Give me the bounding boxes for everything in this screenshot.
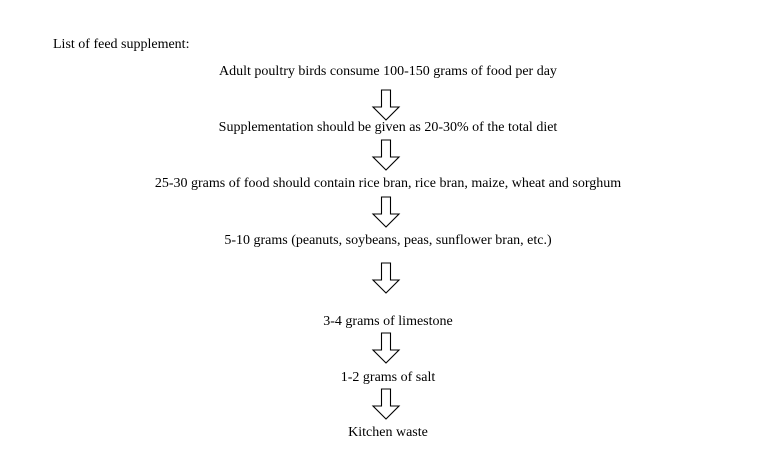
down-arrow-icon: [371, 262, 401, 294]
down-arrow-icon: [371, 196, 401, 228]
flow-step-1: Adult poultry birds consume 100-150 gram…: [219, 64, 557, 79]
flow-step-6: 1-2 grams of salt: [340, 370, 436, 385]
flow-step-7: Kitchen waste: [348, 425, 428, 440]
down-arrow-icon: [371, 139, 401, 171]
down-arrow-icon: [371, 388, 401, 420]
down-arrow-icon: [371, 332, 401, 364]
down-arrow-icon: [371, 89, 401, 121]
flow-step-4: 5-10 grams (peanuts, soybeans, peas, sun…: [224, 233, 552, 248]
flow-step-3: 25-30 grams of food should contain rice …: [154, 176, 622, 191]
list-heading: List of feed supplement:: [53, 37, 190, 52]
flow-step-2: Supplementation should be given as 20-30…: [218, 120, 558, 135]
flow-step-5: 3-4 grams of limestone: [323, 314, 453, 329]
